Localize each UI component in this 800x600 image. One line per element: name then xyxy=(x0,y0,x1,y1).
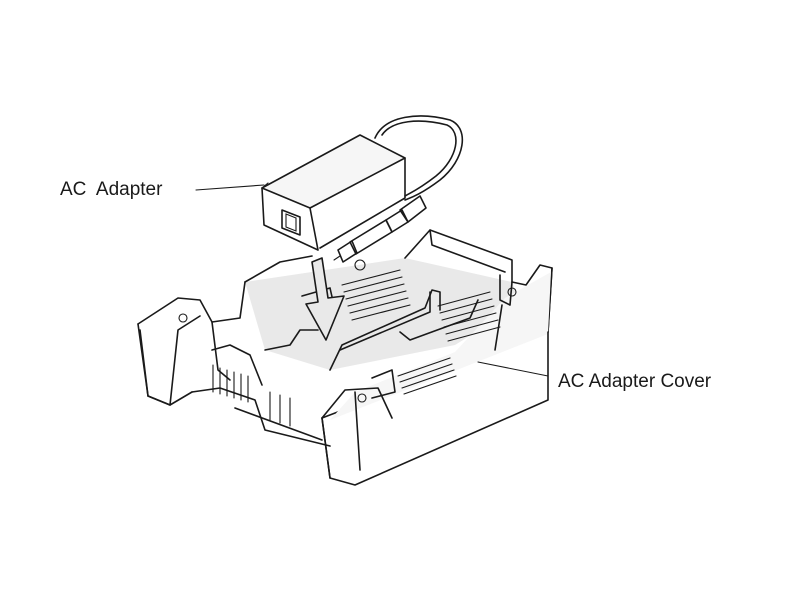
leader-line-adapter xyxy=(195,184,265,191)
ac-adapter-drawing xyxy=(261,115,464,341)
label-ac-adapter: AC Adapter xyxy=(60,179,163,200)
leader-line-cover xyxy=(477,361,549,377)
label-ac-adapter-cover: AC Adapter Cover xyxy=(558,371,712,392)
ac-adapter-cover-drawing xyxy=(137,229,553,486)
